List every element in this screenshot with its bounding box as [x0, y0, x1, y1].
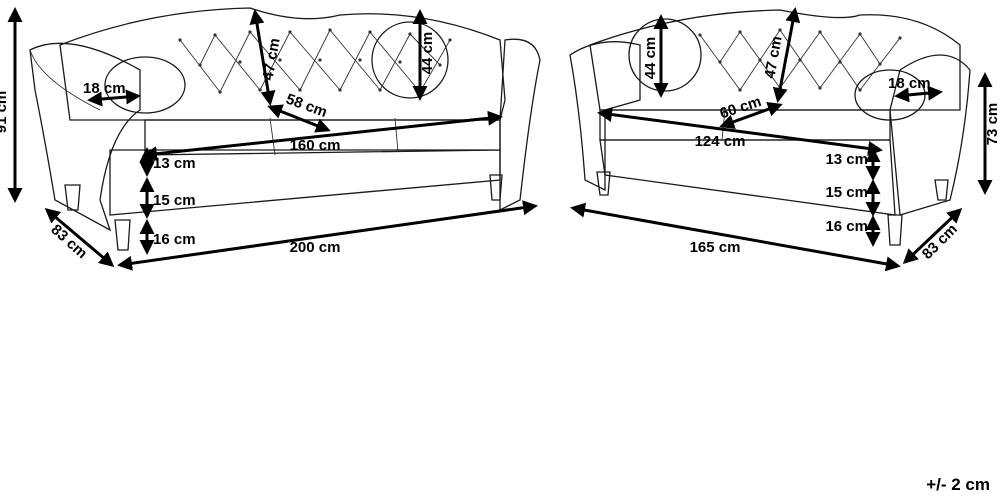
dim-arm-line [87, 89, 141, 107]
dimension-lines-2-seater: 44 cm 47 cm 18 cm 60 cm 124 cm 73 cm 13 … [570, 7, 1000, 272]
label-cushion-2: 13 cm [825, 151, 868, 168]
dim-width-line-2 [570, 202, 901, 272]
label-pillow-diameter-2: 44 cm [642, 37, 659, 80]
dimension-lines-3-seater: 91 cm 18 cm 47 cm 58 cm 44 cm 160 cm 13 … [0, 6, 538, 271]
label-leg-2: 16 cm [825, 218, 868, 235]
label-width-2: 165 cm [690, 239, 741, 256]
dim-back-line-2 [772, 7, 801, 103]
dim-depth-line [44, 208, 115, 267]
dim-depth-line-2 [902, 207, 963, 265]
label-base-2: 15 cm [825, 184, 868, 201]
label-seat-width-2: 124 cm [695, 133, 746, 150]
label-arm-width: 18 cm [83, 80, 126, 97]
label-height: 91 cm [0, 91, 10, 134]
dim-seat-width-line-2 [597, 107, 883, 156]
dim-arm-line-2 [894, 85, 943, 103]
label-back-height: 47 cm [260, 37, 284, 82]
label-leg: 16 cm [153, 231, 196, 248]
dim-seat-width-line [142, 110, 503, 162]
label-arm-width-2: 18 cm [888, 75, 931, 92]
tolerance-note: +/- 2 cm [926, 475, 990, 494]
dim-width-line [117, 200, 538, 271]
label-height-2: 73 cm [984, 103, 1000, 146]
label-seat-width: 160 cm [290, 137, 341, 154]
label-base: 15 cm [153, 192, 196, 209]
label-width: 200 cm [290, 239, 341, 256]
sofa-3-seater-drawing [29, 7, 541, 251]
dim-back-line [249, 9, 276, 106]
label-pillow-diameter: 44 cm [419, 32, 436, 75]
label-cushion: 13 cm [153, 155, 196, 172]
